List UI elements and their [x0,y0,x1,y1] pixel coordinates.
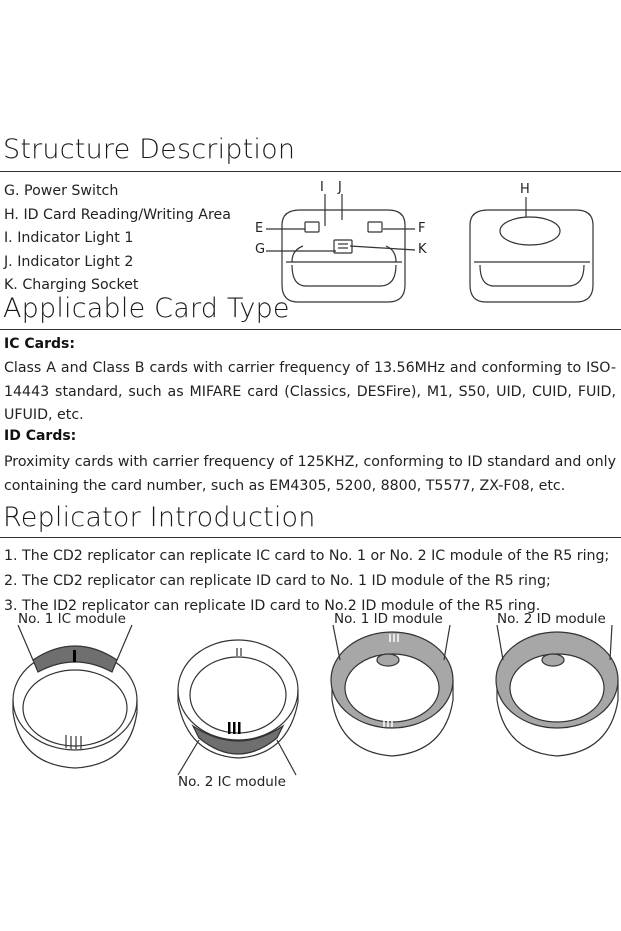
replicator-list: 1. The CD2 replicator can replicate IC c… [4,544,609,619]
ring-id2-diagram [495,624,619,757]
label-h: H [520,182,530,197]
replicator-item-1: 1. The CD2 replicator can replicate IC c… [4,548,610,564]
label-no2-id-module: No. 2 ID module [497,611,606,627]
label-g: G [255,242,266,257]
label-no2-ic-module: No. 2 IC module [178,774,286,790]
label-k: K [418,242,427,257]
replicator-item-2: 2. The CD2 replicator can replicate ID c… [4,573,551,589]
card-type-divider [0,329,621,330]
card-type-title: Applicable Card Type [3,293,290,324]
replicator-item-3: 3. The ID2 replicator can replicate ID c… [4,598,541,614]
part-i: I. Indicator Light 1 [4,230,134,246]
id-cards-heading: ID Cards: [4,428,77,444]
id-cards-text: Proximity cards with carrier frequency o… [4,454,616,494]
label-f: F [418,221,426,236]
label-no1-ic-module: No. 1 IC module [18,611,126,627]
label-i: I [320,180,324,195]
label-e: E [255,221,264,236]
ring-ic2-diagram [177,639,299,776]
ic-cards-heading: IC Cards: [4,336,75,352]
ic-cards-text: Class A and Class B cards with carrier f… [4,360,616,423]
part-j: J. Indicator Light 2 [4,253,134,270]
part-g: G. Power Switch [4,183,119,199]
structure-title: Structure Description [3,134,296,165]
label-no1-id-module: No. 1 ID module [334,611,443,627]
label-j: J [338,180,342,195]
replicator-title: Replicator Introduction [3,502,316,533]
replicator-divider [0,537,621,538]
part-h: H. ID Card Reading/Writing Area [4,206,231,223]
ring-id1-diagram [330,624,454,757]
ring-ic1-diagram [12,624,138,769]
part-k: K. Charging Socket [4,277,139,293]
parts-list: G. Power Switch H. ID Card Reading/Writi… [4,180,231,298]
structure-divider [0,171,621,172]
